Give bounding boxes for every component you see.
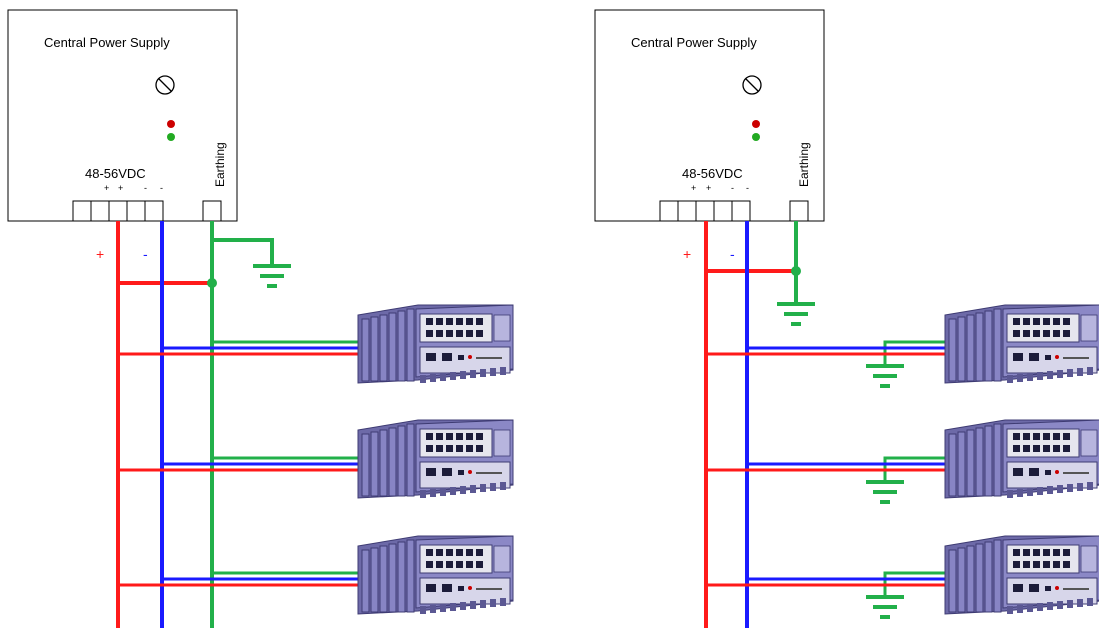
power-switch-icon: [742, 75, 762, 95]
terminal-block: [659, 200, 809, 222]
diagram-local-earth: Central Power Supply Earthing 48-56VDC +…: [594, 9, 1099, 628]
industrial-switch-icon: [944, 535, 1099, 615]
ground-symbol-icon: [864, 480, 906, 504]
supply-title: Central Power Supply: [631, 35, 757, 50]
ground-symbol-icon: [864, 364, 906, 388]
earth-bond-node: [207, 278, 217, 288]
terminal-sign: -: [731, 183, 734, 193]
feeder-3: [118, 571, 358, 587]
earthing-label: Earthing: [213, 142, 227, 187]
industrial-switch-icon: [944, 304, 1099, 384]
negative-wire-label: -: [143, 246, 148, 262]
industrial-switch-icon: [944, 419, 1099, 499]
wiring: [116, 221, 358, 628]
ground-symbol-icon: [864, 595, 906, 619]
feeder-3: [706, 571, 945, 595]
earthing-label: Earthing: [797, 142, 811, 187]
supply-box: [7, 9, 238, 222]
terminal-signs: + + - -: [104, 183, 163, 193]
supply-box: [594, 9, 825, 222]
positive-wire: [704, 221, 796, 628]
ground-symbol-icon: [251, 264, 293, 288]
industrial-switch-icon: [357, 535, 514, 615]
ground-symbol-icon: [775, 302, 817, 326]
negative-wire-label: -: [730, 246, 735, 262]
central-power-supply: Central Power Supply Earthing 48-56VDC +…: [7, 9, 238, 222]
positive-wire: [116, 221, 212, 628]
central-power-supply: Central Power Supply Earthing 48-56VDC +…: [594, 9, 825, 222]
wiring: [704, 221, 945, 628]
terminal-sign: +: [104, 183, 109, 193]
terminal-sign: +: [691, 183, 696, 193]
status-led-green-icon: [752, 133, 760, 141]
earth-bond-node: [791, 266, 801, 276]
status-led-green-icon: [167, 133, 175, 141]
earth-wire: [210, 221, 274, 628]
diagram-common-earth: Central Power Supply Earthing 48-56VDC +…: [7, 9, 514, 628]
terminal-sign: -: [144, 183, 147, 193]
industrial-switch-icon: [357, 419, 514, 499]
supply-title: Central Power Supply: [44, 35, 170, 50]
voltage-label: 48-56VDC: [682, 166, 743, 181]
earthing-terminal: [789, 200, 809, 222]
power-switch-icon: [155, 75, 175, 95]
feeder-2: [118, 456, 358, 472]
feeder-2: [706, 456, 945, 480]
earthing-terminal: [202, 200, 222, 222]
voltage-label: 48-56VDC: [85, 166, 146, 181]
terminal-sign: -: [160, 183, 163, 193]
status-led-red-icon: [752, 120, 760, 128]
status-led-red-icon: [167, 120, 175, 128]
positive-wire-label: +: [96, 246, 104, 262]
feeder-1: [118, 340, 358, 356]
terminal-sign: +: [118, 183, 123, 193]
feeder-1: [706, 340, 945, 364]
terminal-sign: -: [746, 183, 749, 193]
positive-wire-label: +: [683, 246, 691, 262]
terminal-signs: + + - -: [691, 183, 749, 193]
terminal-block: [72, 200, 222, 222]
terminal-sign: +: [706, 183, 711, 193]
industrial-switch-icon: [357, 304, 514, 384]
